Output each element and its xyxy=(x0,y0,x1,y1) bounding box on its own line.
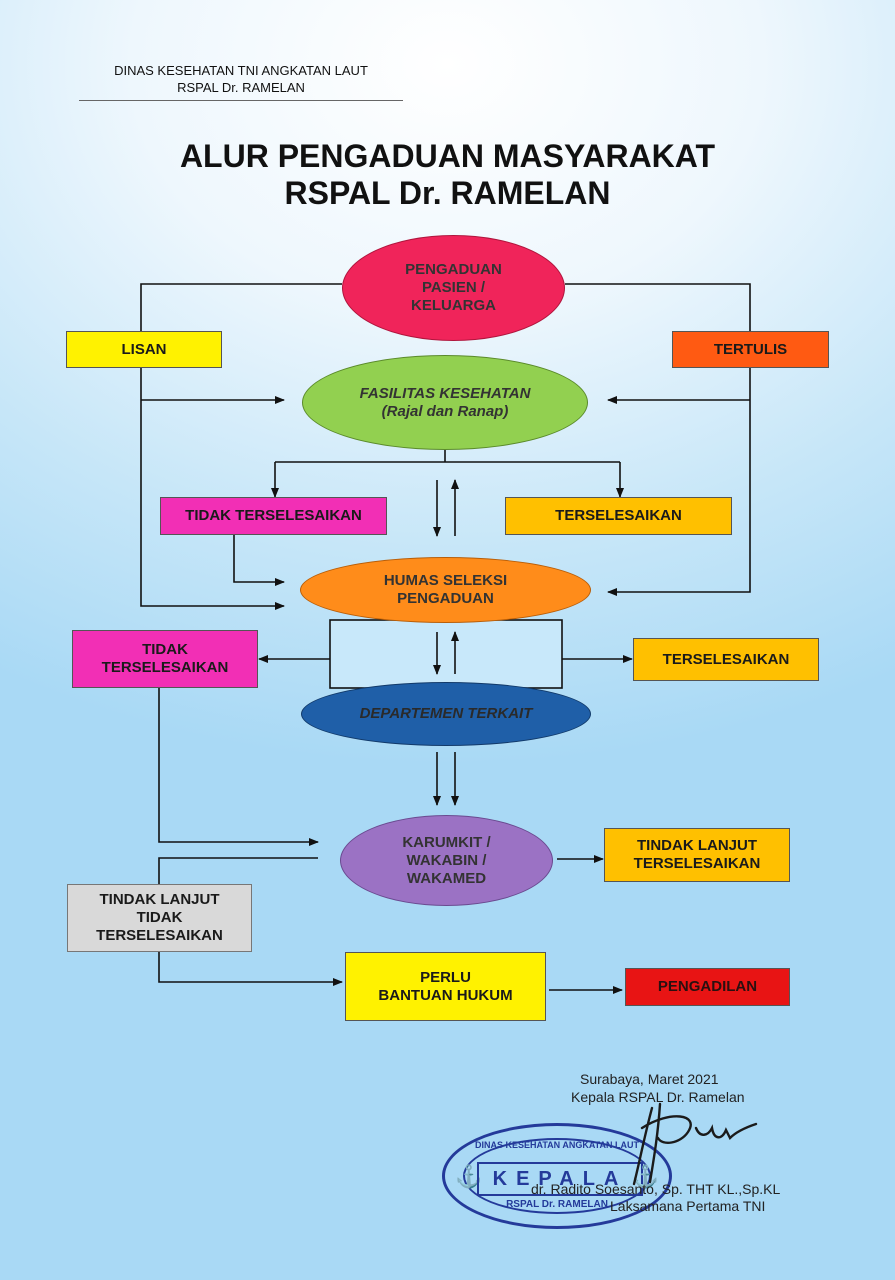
official-stamp: DINAS KESEHATAN ANGKATAN LAUT ⚓ KEPALA ⚓… xyxy=(442,1123,672,1229)
signature-city-date: Surabaya, Maret 2021 xyxy=(580,1071,719,1087)
header-divider xyxy=(79,100,403,101)
node-tindak-lanjut-terselesaikan-label: TINDAK LANJUT TERSELESAIKAN xyxy=(633,837,761,872)
node-lisan-label: LISAN xyxy=(121,340,167,358)
line-karumkit-tindak-tidak xyxy=(158,857,318,884)
node-terselesaikan-1-label: TERSELESAIKAN xyxy=(555,507,682,524)
line-tertulis-humas xyxy=(607,368,751,596)
node-tidak-terselesaikan-1: TIDAK TERSELESAIKAN xyxy=(160,497,387,535)
handwritten-signature xyxy=(632,1102,758,1186)
stamp-bottom-text: RSPAL Dr. RAMELAN xyxy=(506,1199,608,1210)
stamp-center-text: KEPALA xyxy=(477,1162,643,1196)
node-pengadilan-label: PENGADILAN xyxy=(657,978,758,995)
node-tertulis-label: TERTULIS xyxy=(713,340,788,358)
node-fasilitas: FASILITAS KESEHATAN (Rajal dan Ranap) xyxy=(302,355,588,450)
line-to-tertulis xyxy=(565,283,751,332)
signature-name: dr. Radito Soesanto, Sp. THT KL.,Sp.KL xyxy=(531,1181,781,1197)
node-terselesaikan-1: TERSELESAIKAN xyxy=(505,497,732,535)
node-tidak-terselesaikan-2-label: TIDAK TERSELESAIKAN xyxy=(101,641,229,676)
humas-dept-frame xyxy=(329,619,563,689)
signature-rank: Laksamana Pertama TNI xyxy=(610,1198,766,1214)
node-bantuan-hukum-label: PERLU BANTUAN HUKUM xyxy=(378,968,513,1004)
node-lisan: LISAN xyxy=(66,331,222,368)
node-tindak-lanjut-terselesaikan: TINDAK LANJUT TERSELESAIKAN xyxy=(604,828,790,882)
node-tidak-terselesaikan-1-label: TIDAK TERSELESAIKAN xyxy=(185,507,362,524)
node-karumkit-label: KARUMKIT / WAKABIN / WAKAMED xyxy=(402,833,491,887)
node-tertulis: TERTULIS xyxy=(672,331,829,368)
line-to-lisan xyxy=(140,283,342,332)
line-tindak-bantuan xyxy=(158,952,343,986)
page-title-line-2: RSPAL Dr. RAMELAN xyxy=(284,175,611,211)
node-karumkit: KARUMKIT / WAKABIN / WAKAMED xyxy=(340,815,553,906)
node-bantuan-hukum: PERLU BANTUAN HUKUM xyxy=(345,952,546,1021)
node-terselesaikan-2-label: TERSELESAIKAN xyxy=(662,650,790,668)
line-tidak-humas xyxy=(233,535,285,586)
signature-position: Kepala RSPAL Dr. Ramelan xyxy=(571,1089,745,1105)
node-humas-label: HUMAS SELEKSI PENGADUAN xyxy=(383,572,508,607)
org-line-1: DINAS KESEHATAN TNI ANGKATAN LAUT xyxy=(114,63,368,78)
node-pengaduan-label: PENGADUAN PASIEN / KELUARGA xyxy=(405,261,502,314)
node-tindak-lanjut-tidak: TINDAK LANJUT TIDAK TERSELESAIKAN xyxy=(67,884,252,952)
line-lisan-humas xyxy=(140,368,285,610)
node-departemen-label: DEPARTEMEN TERKAIT xyxy=(359,705,533,722)
stamp-top-text: DINAS KESEHATAN ANGKATAN LAUT xyxy=(475,1140,639,1150)
node-tindak-lanjut-tidak-label: TINDAK LANJUT TIDAK TERSELESAIKAN xyxy=(96,891,223,944)
node-pengaduan: PENGADUAN PASIEN / KELUARGA xyxy=(342,235,565,341)
node-tidak-terselesaikan-2: TIDAK TERSELESAIKAN xyxy=(72,630,258,688)
node-pengadilan: PENGADILAN xyxy=(625,968,790,1006)
line-tidak2-karumkit xyxy=(158,688,319,846)
org-header: DINAS KESEHATAN TNI ANGKATAN LAUT RSPAL … xyxy=(79,62,403,96)
node-terselesaikan-2: TERSELESAIKAN xyxy=(633,638,819,681)
node-humas: HUMAS SELEKSI PENGADUAN xyxy=(300,557,591,623)
org-line-2: RSPAL Dr. RAMELAN xyxy=(177,80,305,95)
page-title-line-1: ALUR PENGADUAN MASYARAKAT xyxy=(179,138,716,174)
node-departemen: DEPARTEMEN TERKAIT xyxy=(301,682,591,746)
node-fasilitas-label: FASILITAS KESEHATAN (Rajal dan Ranap) xyxy=(359,384,531,420)
